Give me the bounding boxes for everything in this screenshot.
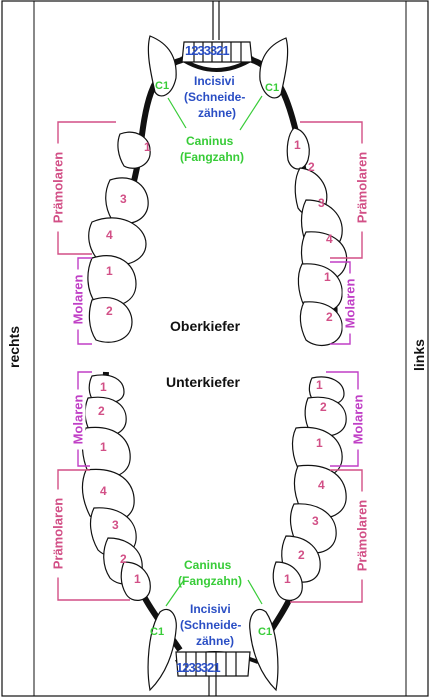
side-label-left: links xyxy=(411,339,427,371)
tooth-number: 3 xyxy=(318,196,325,210)
upper-incisivi-sub1: (Schneide- xyxy=(184,90,246,104)
lower-premolar-label-left: Prämolaren xyxy=(50,489,66,578)
tooth-number: 1 xyxy=(284,572,291,586)
upper-jaw-label: Oberkiefer xyxy=(170,318,241,334)
lower-molar-label-left: Molaren xyxy=(70,389,86,450)
tooth-number: 1 xyxy=(144,140,151,154)
tooth-number: 1 xyxy=(324,270,331,284)
lower-right-teeth xyxy=(272,376,347,601)
upper-molar-label-left: Molaren xyxy=(70,269,86,330)
upper-canine-right-side xyxy=(147,35,177,97)
tooth-number: 3 xyxy=(312,514,319,528)
upper-c1-left: C1 xyxy=(155,80,170,92)
upper-incisors xyxy=(181,41,253,63)
tooth-number: 3 xyxy=(120,192,127,206)
tooth-number: 4 xyxy=(100,484,107,498)
upper-incisivi-sub2: zähne) xyxy=(198,106,237,120)
tooth-number: 2 xyxy=(106,304,113,318)
tooth-number: 1 xyxy=(316,378,323,392)
lower-incisor-numbers: 1233321 xyxy=(176,660,221,675)
tooth-number: 2 xyxy=(120,552,127,566)
lower-premolar-label-right: Prämolaren xyxy=(354,491,370,580)
tooth-number: 4 xyxy=(106,228,113,242)
lower-caninus-sub: (Fangzahn) xyxy=(178,574,242,588)
tooth-number: 1 xyxy=(100,440,107,454)
upper-incisor-numbers: 1233321 xyxy=(185,43,230,58)
upper-premolar-label-right: Prämolaren xyxy=(354,143,370,232)
lower-incisivi-title: Incisivi xyxy=(190,602,231,616)
upper-c1-right: C1 xyxy=(265,82,280,94)
lower-incisivi-sub2: zähne) xyxy=(196,634,235,648)
upper-caninus-title: Caninus xyxy=(186,134,234,148)
tooth-number: 1 xyxy=(106,264,113,278)
tooth-number: 2 xyxy=(320,400,327,414)
tooth-number: 2 xyxy=(326,310,333,324)
lower-left-teeth xyxy=(81,374,151,601)
upper-caninus-sub: (Fangzahn) xyxy=(180,150,244,164)
tooth-number: 2 xyxy=(98,404,105,418)
canine-leaders xyxy=(165,95,263,607)
tooth-number: 2 xyxy=(298,548,305,562)
lower-c1-left: C1 xyxy=(150,626,165,638)
tooth-number: 2 xyxy=(308,160,315,174)
lower-canine-right-side xyxy=(147,608,177,692)
tooth-number: 1 xyxy=(100,380,107,394)
upper-right-teeth xyxy=(286,127,348,347)
tooth-number: 1 xyxy=(316,436,323,450)
tooth-number: 4 xyxy=(326,232,333,246)
upper-left-teeth xyxy=(87,131,151,343)
tooth-number: 1 xyxy=(134,572,141,586)
upper-premolar-label-left: Prämolaren xyxy=(50,143,66,232)
side-label-right: rechts xyxy=(6,325,22,368)
lower-incisivi-sub1: (Schneide- xyxy=(180,618,242,632)
upper-molar-label-right: Molaren xyxy=(342,273,358,334)
upper-incisivi-title: Incisivi xyxy=(194,74,235,88)
lower-jaw-label: Unterkiefer xyxy=(166,374,240,390)
tooth-number: 1 xyxy=(294,138,301,152)
lower-caninus-title: Caninus xyxy=(184,558,232,572)
lower-c1-right: C1 xyxy=(258,626,273,638)
lower-canine-left-side xyxy=(249,608,279,692)
upper-canine-left-side xyxy=(259,37,289,99)
lower-molar-label-right: Molaren xyxy=(350,389,366,450)
lower-incisors xyxy=(175,651,251,677)
tooth-number: 3 xyxy=(112,518,119,532)
tooth-number: 4 xyxy=(318,478,325,492)
